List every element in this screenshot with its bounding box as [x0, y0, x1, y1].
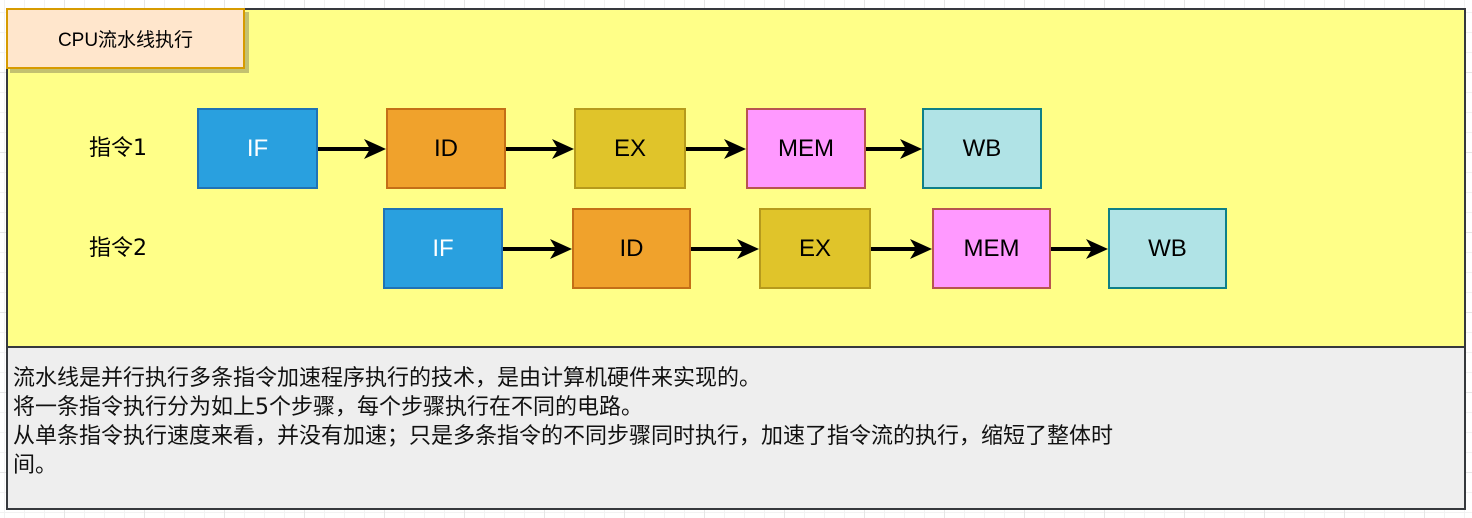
stage-label: EX [798, 234, 831, 262]
description-line: 间。 [13, 453, 58, 478]
stage-label: ID [434, 134, 458, 162]
stage-label: ID [619, 234, 644, 262]
instruction-2-stage-wb: WB [1108, 208, 1227, 289]
arrow-icon [691, 239, 759, 259]
instruction-2-stage-mem: MEM [932, 208, 1051, 289]
description-line: 流水线是并行执行多条指令加速程序执行的技术，是由计算机硬件来实现的。 [13, 366, 762, 391]
arrow-icon [506, 139, 574, 159]
instruction-2-stage-if: IF [383, 208, 503, 289]
instruction-2-label: 指令2 [89, 236, 147, 261]
stage-label: WB [962, 134, 1002, 162]
instruction-1-label: 指令1 [89, 136, 147, 161]
diagram-title-text: CPU流水线执行 [57, 30, 194, 51]
stage-label: WB [1148, 234, 1187, 262]
instruction-1-stage-mem: MEM [746, 108, 866, 189]
stage-label: EX [613, 134, 646, 162]
stage-label: MEM [778, 134, 834, 162]
instruction-1-stage-ex: EX [574, 108, 686, 189]
arrow-icon [871, 239, 932, 259]
stage-label: MEM [963, 234, 1020, 262]
arrow-icon [1051, 239, 1108, 259]
instruction-2-stage-id: ID [572, 208, 691, 289]
arrow-icon [503, 239, 572, 259]
instruction-1-stage-id: ID [386, 108, 506, 189]
description-line: 将一条指令执行分为如上5个步骤，每个步骤执行在不同的电路。 [13, 395, 643, 420]
arrow-icon [686, 139, 746, 159]
stage-label: IF [246, 134, 269, 162]
instruction-2-stage-ex: EX [759, 208, 871, 289]
instruction-1-stage-if: IF [197, 108, 318, 189]
diagram-title: CPU流水线执行 [6, 8, 245, 69]
instruction-1-stage-wb: WB [922, 108, 1042, 189]
arrow-icon [866, 139, 922, 159]
description-line: 从单条指令执行速度来看，并没有加速；只是多条指令的不同步骤同时执行，加速了指令流… [13, 424, 1114, 449]
stage-label: IF [432, 234, 454, 262]
arrow-icon [318, 139, 386, 159]
description-box: 流水线是并行执行多条指令加速程序执行的技术，是由计算机硬件来实现的。 将一条指令… [6, 348, 1466, 510]
